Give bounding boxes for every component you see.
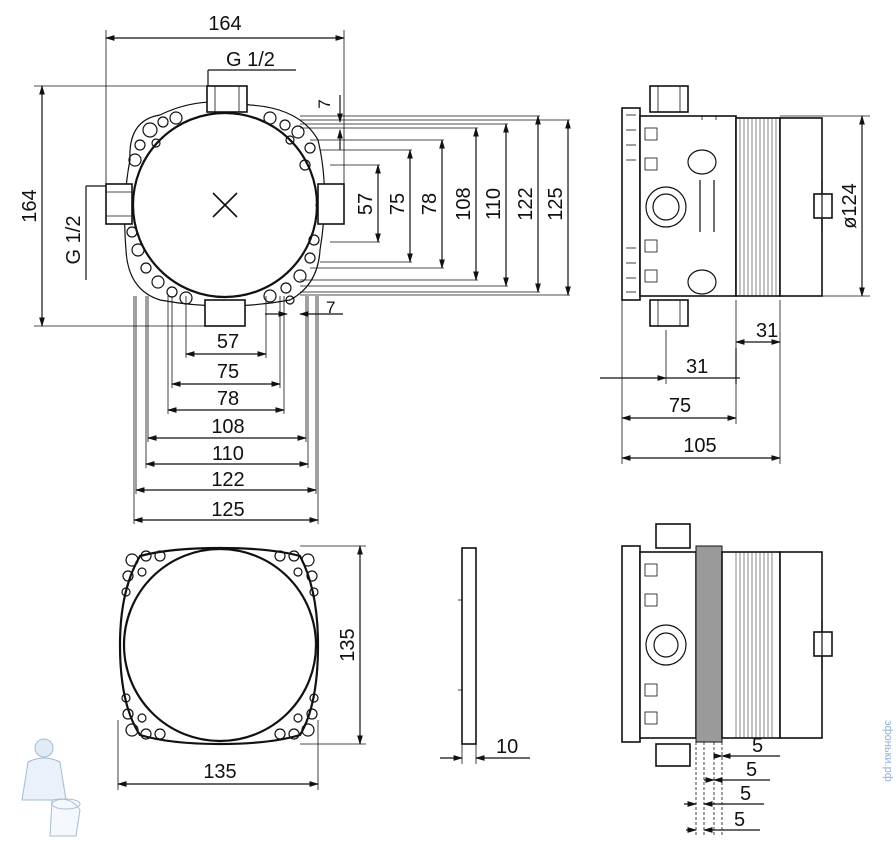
front-view: 164 G 1/2 164 G 1/2 7 — [19, 13, 571, 524]
front-bottom-dims: 57 75 78 108 110 122 125 — [133, 296, 319, 524]
right-dim-78: 78 — [419, 193, 441, 215]
front-bottom-connector — [204, 299, 246, 327]
plate-bubbles — [121, 550, 319, 740]
plate-width-label: 135 — [203, 761, 236, 783]
side-dim-105: 105 — [683, 435, 716, 457]
plumber-logo-icon — [21, 738, 81, 837]
front-right-connector — [317, 183, 345, 225]
mounted-dim-5-b: 5 — [746, 759, 757, 781]
mounted-view: 5 5 5 5 — [621, 523, 833, 836]
bottom-dim-57: 57 — [217, 331, 239, 353]
side-dim-75: 75 — [669, 395, 691, 417]
side-view: ø124 31 31 75 105 — [600, 85, 870, 464]
plate-height-label: 135 — [337, 628, 359, 661]
thread-top-label: G 1/2 — [226, 49, 275, 71]
right-dim-122: 122 — [515, 187, 537, 220]
right-dim-125: 125 — [545, 187, 567, 220]
bottom-dim-125: 125 — [211, 499, 244, 521]
gasket-view: 10 — [440, 547, 530, 764]
watermark-text: эфоньки.рф — [882, 720, 894, 782]
mounted-dim-5-a: 5 — [752, 735, 763, 757]
front-width-label: 164 — [208, 13, 241, 35]
front-main-circle — [131, 111, 319, 299]
side-diameter-label: ø124 — [839, 183, 861, 229]
bottom-dim-108: 108 — [211, 416, 244, 438]
bottom-dim-78: 78 — [217, 388, 239, 410]
right-dim-57: 57 — [355, 193, 377, 215]
side-dim-31-a: 31 — [756, 320, 778, 342]
dim-7-bottom: 7 — [326, 298, 335, 317]
center-cross-icon — [212, 192, 238, 218]
mounted-dim-5-c: 5 — [740, 783, 751, 805]
dim-7-top: 7 — [315, 99, 334, 108]
gasket-thickness-label: 10 — [496, 736, 518, 758]
right-dim-108: 108 — [453, 187, 475, 220]
front-right-dims: 57 75 78 108 110 122 125 — [300, 115, 571, 296]
bottom-dim-75: 75 — [217, 361, 239, 383]
front-left-connector — [105, 183, 133, 225]
mounted-dim-5-d: 5 — [734, 809, 745, 831]
plate-view: 135 135 — [117, 545, 366, 790]
front-top-connector — [206, 85, 248, 113]
right-dim-110: 110 — [483, 188, 505, 220]
bottom-dim-122: 122 — [211, 469, 244, 491]
bottom-dim-110: 110 — [212, 443, 244, 465]
thread-left-label: G 1/2 — [63, 216, 85, 265]
right-dim-75: 75 — [387, 193, 409, 215]
front-height-label: 164 — [19, 189, 41, 222]
side-dim-31-b: 31 — [686, 356, 708, 378]
